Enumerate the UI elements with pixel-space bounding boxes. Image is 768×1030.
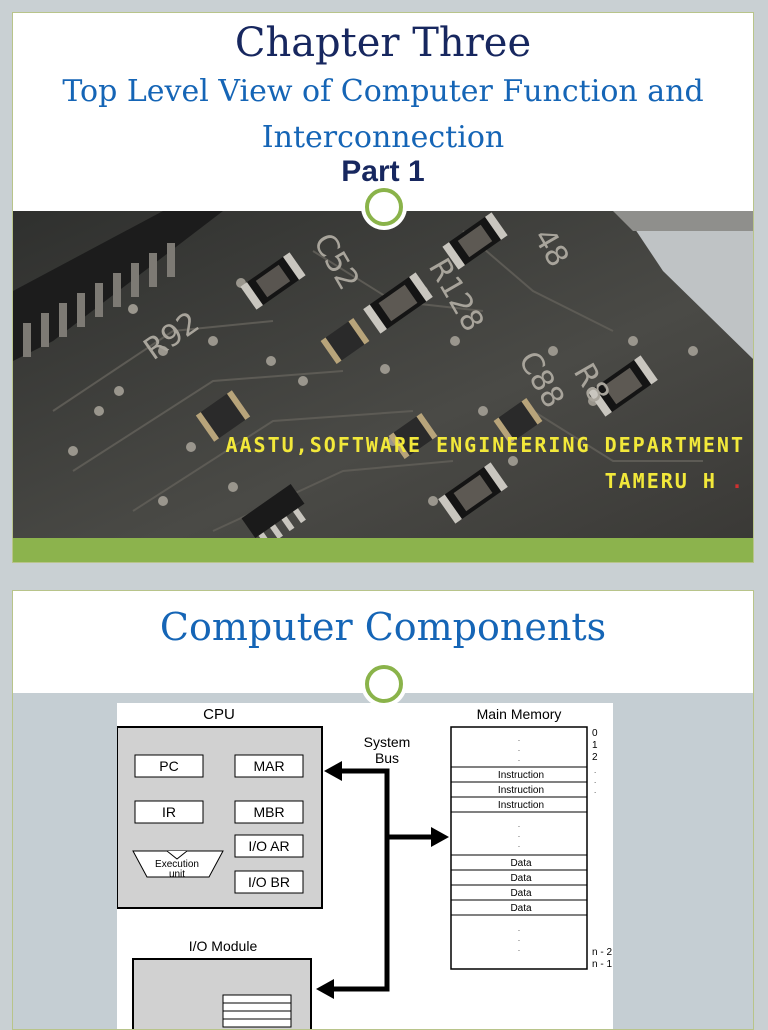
io-module-label: I/O Module	[189, 938, 258, 954]
pc-register	[134, 754, 204, 778]
department-name: AASTU,SOFTWARE ENGINEERING DEPARTMENT	[225, 433, 745, 457]
pc-label: PC	[159, 758, 178, 774]
components-slide: Computer Components CPU PC MAR IR MBR I/…	[12, 590, 754, 1030]
computer-components-diagram: CPU PC MAR IR MBR I/O AR I/O BR Executio…	[116, 703, 613, 1029]
svg-text:.: .	[518, 820, 520, 829]
bus-label-1: System	[364, 734, 411, 750]
svg-text:.: .	[518, 734, 520, 743]
svg-text:.: .	[518, 944, 520, 953]
ir-label: IR	[162, 804, 176, 820]
address-0: 0	[592, 728, 598, 739]
mbr-register	[234, 800, 304, 824]
subtitle-line-2: Interconnection	[261, 120, 505, 155]
svg-text:.: .	[594, 766, 596, 775]
address-1: 1	[592, 740, 598, 751]
memory-row-instruction-3: Instruction	[498, 800, 544, 811]
address-n-2: n - 2	[592, 947, 612, 958]
author-dot: .	[730, 469, 745, 493]
io-buffers	[222, 994, 292, 1028]
ir-register	[134, 800, 204, 824]
mar-register	[234, 754, 304, 778]
execution-unit	[132, 850, 224, 878]
mar-label: MAR	[253, 758, 284, 774]
circuit-board-image: R92 C52 R128 C88 R8 48 AASTU,SOFTWARE EN…	[13, 211, 753, 538]
svg-text:.: .	[518, 840, 520, 849]
subtitle-line-1: Top Level View of Computer Function and	[62, 74, 704, 109]
chapter-subtitle: Top Level View of Computer Function and …	[13, 69, 753, 161]
ring-ornament-icon	[365, 188, 403, 226]
svg-text:.: .	[518, 754, 520, 763]
svg-text:.: .	[594, 786, 596, 795]
svg-text:.: .	[518, 830, 520, 839]
execution-unit-label-1: Execution	[155, 859, 199, 870]
memory-row-data-2: Data	[510, 873, 532, 884]
accent-band	[13, 538, 753, 562]
author-line: TAMERU H .	[605, 469, 745, 493]
io-ar-label: I/O AR	[248, 838, 289, 854]
svg-text:.: .	[518, 744, 520, 753]
memory-row-instruction-1: Instruction	[498, 770, 544, 781]
cpu-label: CPU	[203, 706, 235, 723]
memory-row-data-4: Data	[510, 903, 532, 914]
address-n-1: n - 1	[592, 959, 612, 970]
svg-text:.: .	[518, 934, 520, 943]
slide-title: Computer Components	[159, 605, 607, 649]
memory-label: Main Memory	[477, 706, 562, 722]
system-bus	[331, 768, 437, 992]
bus-label-2: Bus	[375, 750, 399, 766]
mbr-label: MBR	[253, 804, 284, 820]
address-2: 2	[592, 752, 598, 763]
io-br-register	[234, 870, 304, 894]
memory-row-data-1: Data	[510, 858, 532, 869]
memory-row-data-3: Data	[510, 888, 532, 899]
execution-unit-label-2: unit	[169, 869, 185, 880]
io-ar-register	[234, 834, 304, 858]
svg-text:.: .	[594, 776, 596, 785]
memory-row-instruction-2: Instruction	[498, 785, 544, 796]
part-label: Part 1	[341, 155, 425, 188]
title-slide: Chapter Three Top Level View of Computer…	[12, 12, 754, 563]
author-name: TAMERU H	[604, 469, 717, 493]
chapter-title: Chapter Three	[234, 20, 532, 66]
svg-text:.: .	[518, 924, 520, 933]
ring-ornament-icon	[365, 665, 403, 703]
io-br-label: I/O BR	[248, 874, 290, 890]
